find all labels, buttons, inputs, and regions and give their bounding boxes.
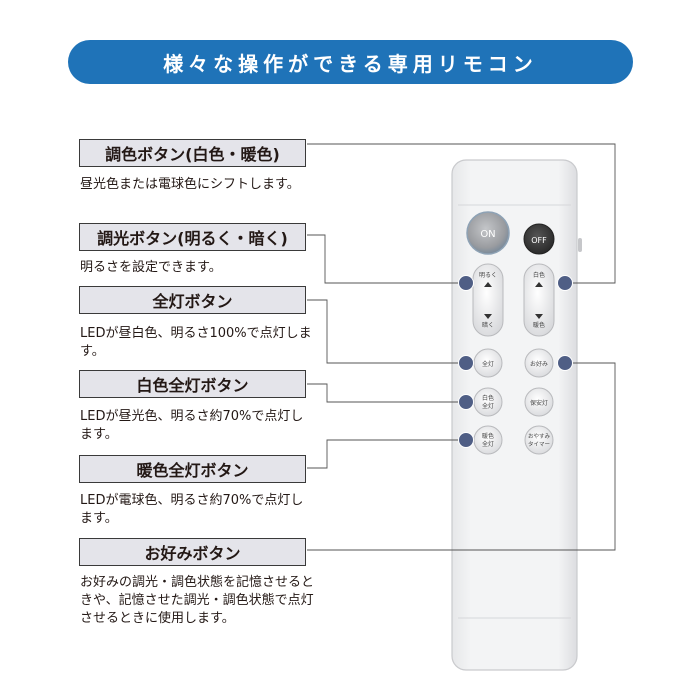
arrow-down-icon: [535, 314, 543, 319]
tone-down-label: 暖色: [533, 321, 545, 329]
favorite-button[interactable]: お好み: [524, 348, 554, 378]
full-light-button[interactable]: 全灯: [473, 348, 503, 378]
sleep-timer-button[interactable]: おやすみ タイマー: [524, 425, 554, 455]
marker-dot: [557, 355, 573, 371]
on-button[interactable]: ON: [466, 211, 510, 255]
title-banner: 様々な操作ができる専用リモコン: [68, 40, 633, 84]
leader-line-tone: [307, 143, 616, 284]
section-label-tone: 調色ボタン(白色・暖色): [79, 139, 306, 167]
white-full-button[interactable]: 白色 全灯: [473, 387, 503, 417]
sleep-timer-label-2: タイマー: [528, 440, 550, 448]
arrow-down-icon: [484, 314, 492, 319]
night-light-button[interactable]: 保安灯: [524, 387, 554, 417]
tone-up-label: 白色: [533, 271, 545, 279]
sleep-timer-label-1: おやすみ: [528, 432, 551, 440]
warm-full-label-2: 全灯: [482, 440, 494, 448]
marker-dot: [458, 355, 474, 371]
dimming-rocker[interactable]: 明るく 暗く: [472, 263, 504, 337]
leader-line-dimming: [307, 234, 466, 284]
tone-rocker[interactable]: 白色 暖色: [523, 263, 555, 337]
section-desc-dimming: 明るさを設定できます。: [80, 260, 222, 275]
section-label-favorite: お好みボタン: [79, 538, 306, 566]
off-button[interactable]: OFF: [523, 223, 555, 255]
marker-dot: [557, 275, 573, 291]
section-desc-favorite: お好みの調光・調色状態を記憶させるときや、記憶させた調光・調色状態で点灯させると…: [80, 575, 315, 626]
section-desc-warm-full: LEDが電球色、明るさ約70%で点灯します。: [80, 493, 304, 526]
off-button-label: OFF: [531, 236, 547, 245]
favorite-label: お好み: [530, 360, 548, 368]
white-full-label-2: 全灯: [482, 402, 494, 410]
marker-dot: [458, 275, 474, 291]
night-light-label: 保安灯: [530, 399, 548, 407]
section-label-dimming: 調光ボタン(明るく・暗く): [79, 223, 306, 251]
markers: [458, 275, 573, 448]
leader-line-full: [307, 299, 466, 364]
arrow-up-icon: [535, 282, 543, 287]
warm-full-label-1: 暖色: [482, 432, 494, 440]
section-desc-white-full: LEDが昼光色、明るさ約70%で点灯します。: [80, 409, 304, 442]
white-full-label-1: 白色: [482, 394, 494, 402]
marker-dot: [458, 432, 474, 448]
dim-down-label: 暗く: [482, 321, 494, 329]
warm-full-button[interactable]: 暖色 全灯: [473, 425, 503, 455]
marker-dot: [458, 394, 474, 410]
section-label-white-full: 白色全灯ボタン: [79, 370, 306, 398]
section-label-warm-full: 暖色全灯ボタン: [79, 455, 306, 483]
leader-line-favorite: [307, 362, 616, 551]
section-desc-full: LEDが昼白色、明るさ100%で点灯します。: [80, 326, 312, 359]
leader-lines: [307, 143, 616, 551]
dim-up-label: 明るく: [479, 272, 497, 279]
section-desc-tone: 昼光色または電球色にシフトします。: [80, 177, 300, 192]
full-light-label: 全灯: [482, 360, 494, 368]
leader-line-white-full: [307, 383, 466, 403]
on-button-label: ON: [480, 229, 495, 240]
arrow-up-icon: [484, 282, 492, 287]
section-label-full: 全灯ボタン: [79, 286, 306, 314]
leader-line-warm-full: [307, 439, 466, 469]
banner-title: 様々な操作ができる専用リモコン: [163, 51, 538, 76]
